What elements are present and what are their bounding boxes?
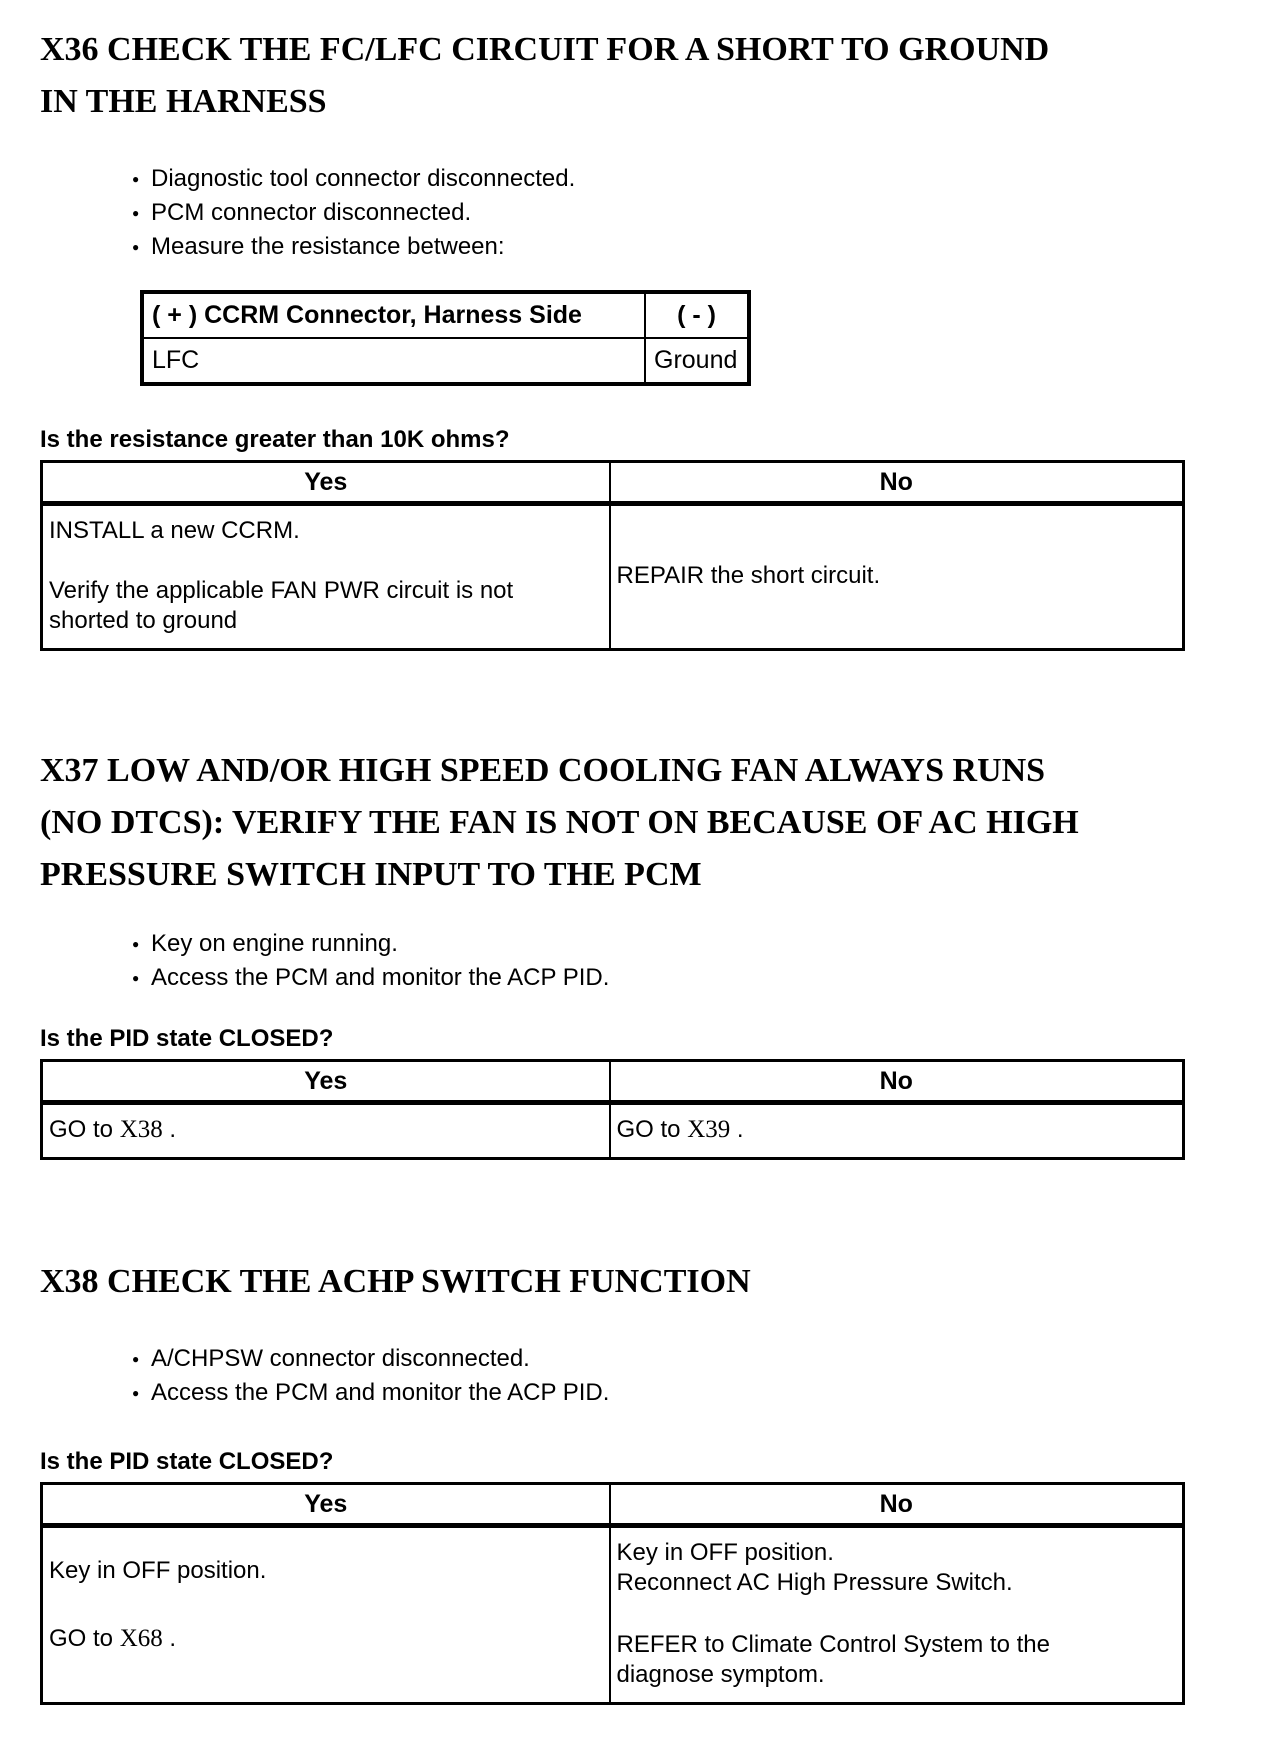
measurement-table-header-row: ( + ) CCRM Connector, Harness Side ( - ) <box>141 291 750 339</box>
no-header-cell: No <box>608 1060 1184 1105</box>
yes-cell: Key in OFF position. GO to X68 . <box>42 1526 610 1704</box>
bullet-item: Access the PCM and monitor the ACP PID. <box>132 1376 1240 1410</box>
section-x38-bullet-list: A/CHPSW connector disconnected. Access t… <box>132 1342 1240 1410</box>
bullet-item: Access the PCM and monitor the ACP PID. <box>132 961 1240 995</box>
decision-body-row: INSTALL a new CCRM. Verify the applicabl… <box>42 503 1184 650</box>
decision-body-row: Key in OFF position. GO to X68 . Key in … <box>42 1525 1184 1704</box>
no-action: Key in OFF position. Reconnect AC High P… <box>617 1538 1177 1598</box>
bullet-item: Key on engine running. <box>132 927 1240 961</box>
measurement-col2-header: ( - ) <box>644 291 750 339</box>
step-reference: X39 <box>687 1116 731 1143</box>
no-action: REPAIR the short circuit. <box>616 562 881 589</box>
section-x38: X38 CHECK THE ACHP SWITCH FUNCTION A/CHP… <box>40 1256 1240 1705</box>
section-x36: X36 CHECK THE FC/LFC CIRCUIT FOR A SHORT… <box>40 24 1240 651</box>
yes-cell: GO to X38 . <box>42 1103 610 1159</box>
yes-header-cell: Yes <box>41 461 610 506</box>
decision-body-row: GO to X38 . GO to X39 . <box>42 1102 1184 1159</box>
yes-header-cell: Yes <box>41 1483 610 1528</box>
step-reference: X68 <box>119 1625 163 1652</box>
yes-action: Verify the applicable FAN PWR circuit is… <box>49 576 603 636</box>
no-header-cell: No <box>608 461 1184 506</box>
no-action-line: REFER to Climate Control System to the <box>616 1631 1050 1658</box>
decision-header-row: Yes No <box>41 1483 1184 1528</box>
yes-action: GO to X68 . <box>49 1624 603 1654</box>
go-to-label: GO to <box>616 1116 688 1143</box>
section-x38-question: Is the PID state CLOSED? <box>40 1448 334 1475</box>
go-to-suffix: . <box>162 1116 177 1143</box>
no-header-cell: No <box>608 1483 1184 1528</box>
no-action-line: diagnose symptom. <box>616 1661 825 1688</box>
measurement-table-row: LFC Ground <box>141 337 750 385</box>
decision-header-row: Yes No <box>41 1060 1184 1105</box>
no-action-line: Reconnect AC High Pressure Switch. <box>616 1569 1013 1596</box>
section-x37-heading: X37 LOW AND/OR HIGH SPEED COOLING FAN AL… <box>40 745 1240 901</box>
yes-action: Key in OFF position. <box>49 1557 267 1584</box>
yes-header-cell: Yes <box>41 1060 610 1105</box>
go-to-suffix: . <box>730 1116 744 1143</box>
decision-table-x38: Yes No Key in OFF position. GO to X68 . … <box>40 1482 1185 1705</box>
bullet-item: A/CHPSW connector disconnected. <box>132 1342 1240 1376</box>
yes-action-line: Verify the applicable FAN PWR circuit is… <box>49 577 514 604</box>
section-x36-heading: X36 CHECK THE FC/LFC CIRCUIT FOR A SHORT… <box>40 24 1240 128</box>
no-cell: REPAIR the short circuit. <box>608 503 1184 650</box>
section-x36-bullet-list: Diagnostic tool connector disconnected. … <box>132 162 1240 264</box>
heading-line: X38 CHECK THE ACHP SWITCH FUNCTION <box>40 1263 751 1300</box>
bullet-item: Diagnostic tool connector disconnected. <box>132 162 1240 196</box>
heading-line: X36 CHECK THE FC/LFC CIRCUIT FOR A SHORT… <box>40 31 1050 68</box>
heading-line: IN THE HARNESS <box>40 83 327 120</box>
go-to-label: GO to <box>49 1625 120 1652</box>
go-to-label: GO to <box>49 1116 120 1143</box>
section-x38-heading: X38 CHECK THE ACHP SWITCH FUNCTION <box>40 1256 1240 1308</box>
measurement-col2-value: Ground <box>644 337 750 385</box>
go-to-suffix: . <box>162 1625 177 1652</box>
measurement-col1-header: ( + ) CCRM Connector, Harness Side <box>141 291 646 339</box>
heading-line: PRESSURE SWITCH INPUT TO THE PCM <box>40 856 702 893</box>
section-x37-question: Is the PID state CLOSED? <box>40 1025 334 1052</box>
yes-cell: INSTALL a new CCRM. Verify the applicabl… <box>42 504 610 650</box>
no-action-line: Key in OFF position. <box>616 1539 834 1566</box>
heading-line: X37 LOW AND/OR HIGH SPEED COOLING FAN AL… <box>40 752 1046 789</box>
measurement-table: ( + ) CCRM Connector, Harness Side ( - )… <box>140 290 751 386</box>
no-action: REFER to Climate Control System to the d… <box>617 1630 1177 1690</box>
section-x36-question: Is the resistance greater than 10K ohms? <box>40 426 510 453</box>
heading-line: (NO DTCS): VERIFY THE FAN IS NOT ON BECA… <box>40 804 1079 841</box>
decision-header-row: Yes No <box>41 461 1184 506</box>
bullet-item: Measure the resistance between: <box>132 230 1240 264</box>
document-page: X36 CHECK THE FC/LFC CIRCUIT FOR A SHORT… <box>0 0 1280 1705</box>
decision-table-x36: Yes No INSTALL a new CCRM. Verify the ap… <box>40 460 1185 651</box>
section-x37-bullet-list: Key on engine running. Access the PCM an… <box>132 927 1240 995</box>
yes-action: INSTALL a new CCRM. <box>49 517 300 544</box>
step-reference: X38 <box>119 1116 163 1143</box>
bullet-item: PCM connector disconnected. <box>132 196 1240 230</box>
yes-action-line: shorted to ground <box>49 607 238 634</box>
decision-table-x37: Yes No GO to X38 . GO to X39 . <box>40 1059 1185 1160</box>
no-cell: GO to X39 . <box>608 1102 1184 1159</box>
section-x37: X37 LOW AND/OR HIGH SPEED COOLING FAN AL… <box>40 745 1240 1160</box>
measurement-col1-value: LFC <box>141 337 646 385</box>
no-cell: Key in OFF position. Reconnect AC High P… <box>608 1525 1184 1704</box>
